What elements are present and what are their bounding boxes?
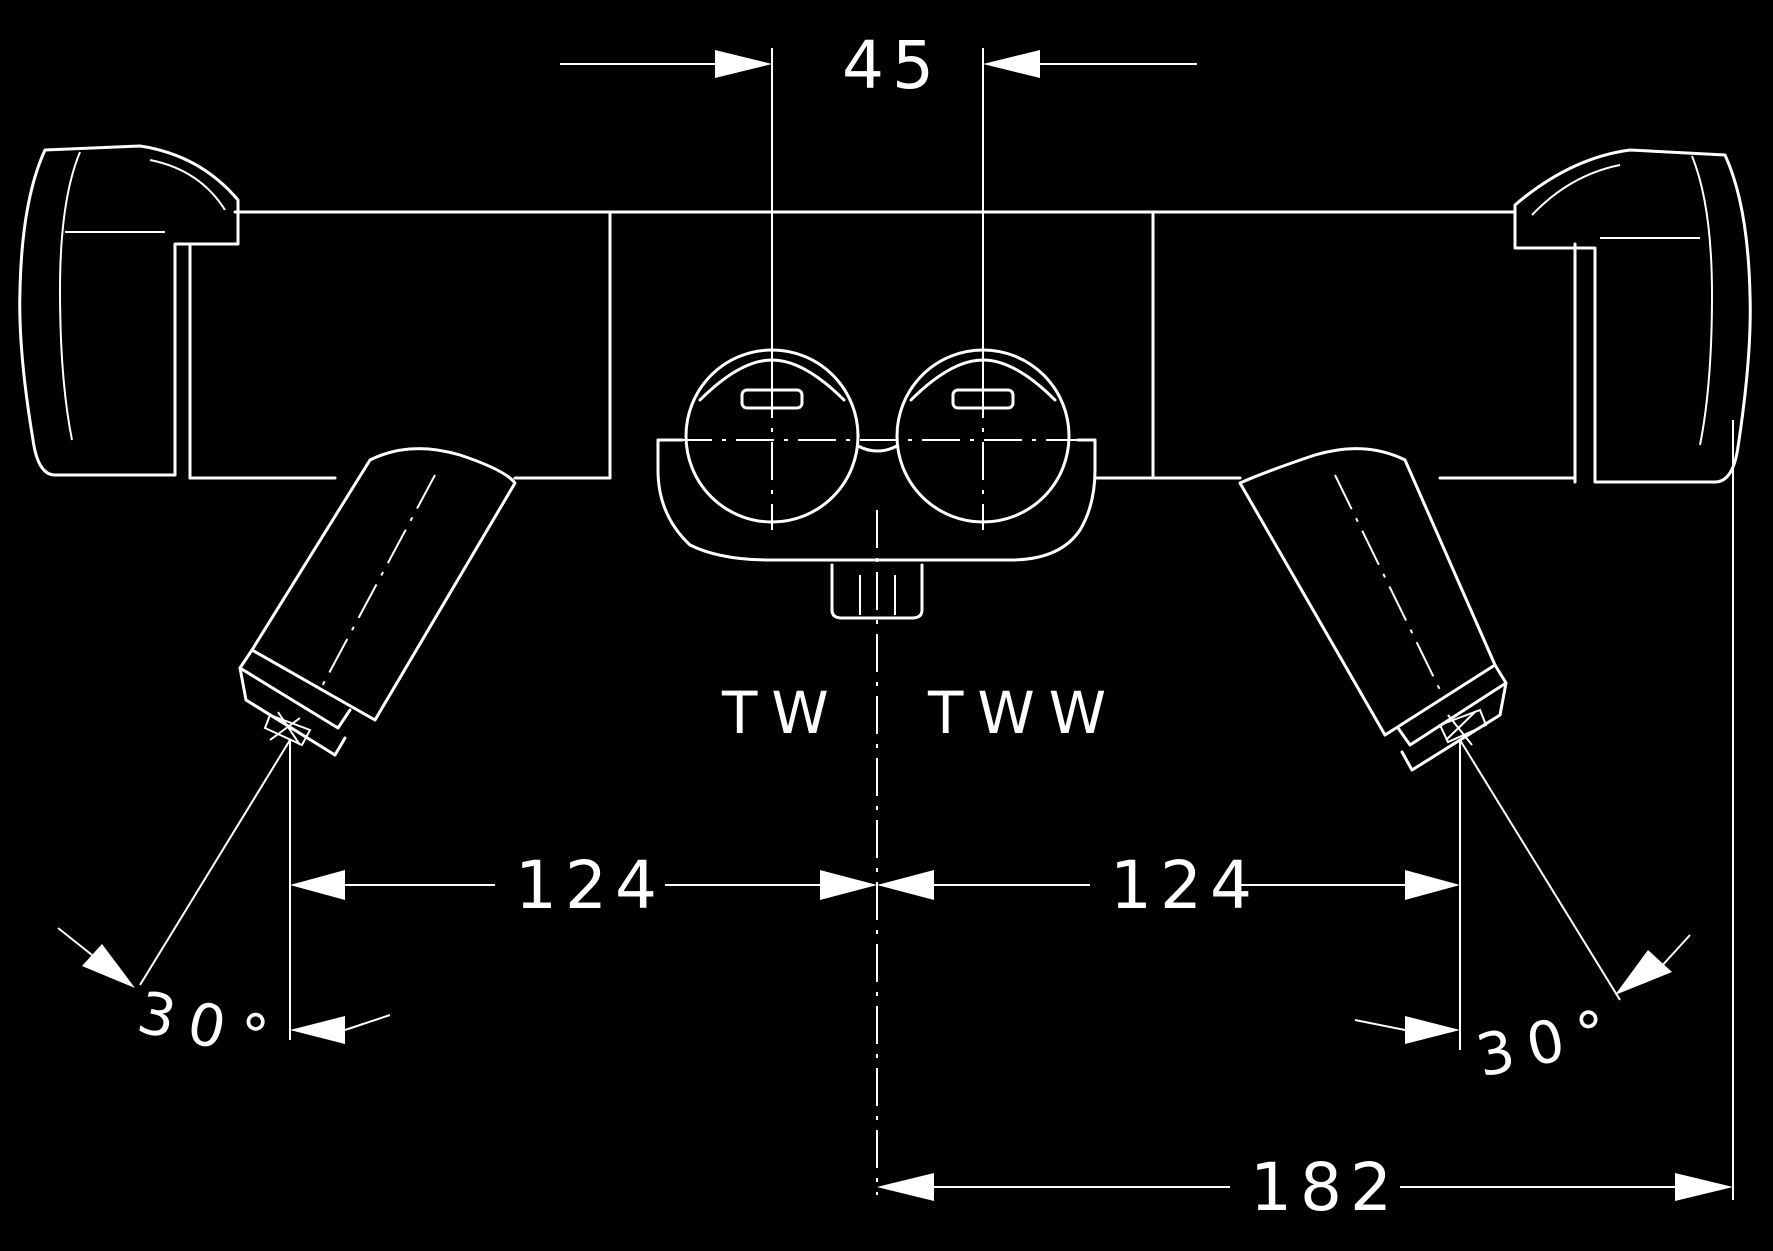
dimension-124-left [289,740,877,1040]
angle-30-left-label: 30° [132,978,288,1075]
hot-water-label: TWW [927,679,1120,747]
dimension-45 [560,48,1197,390]
dimension-45-label: 45 [842,27,942,104]
center-axes [674,380,1090,1195]
angle-30-left [57,739,391,1044]
dimension-182 [877,420,1734,1201]
dimension-124-right-label: 124 [1110,847,1260,924]
connection-block [656,438,1097,620]
right-outlet [1238,447,1508,772]
dimension-124-right [877,740,1461,1050]
right-handle [1513,148,1752,484]
left-outlet [238,447,517,757]
cold-water-label: TW [721,679,843,747]
angle-30-right [1354,739,1691,1044]
port-bridge [856,444,899,453]
dimension-124-left-label: 124 [515,847,665,924]
dimension-182-label: 182 [1250,1149,1400,1226]
tap-body [188,210,1577,480]
angle-30-right-label: 30° [1471,994,1627,1091]
left-handle [18,144,240,480]
